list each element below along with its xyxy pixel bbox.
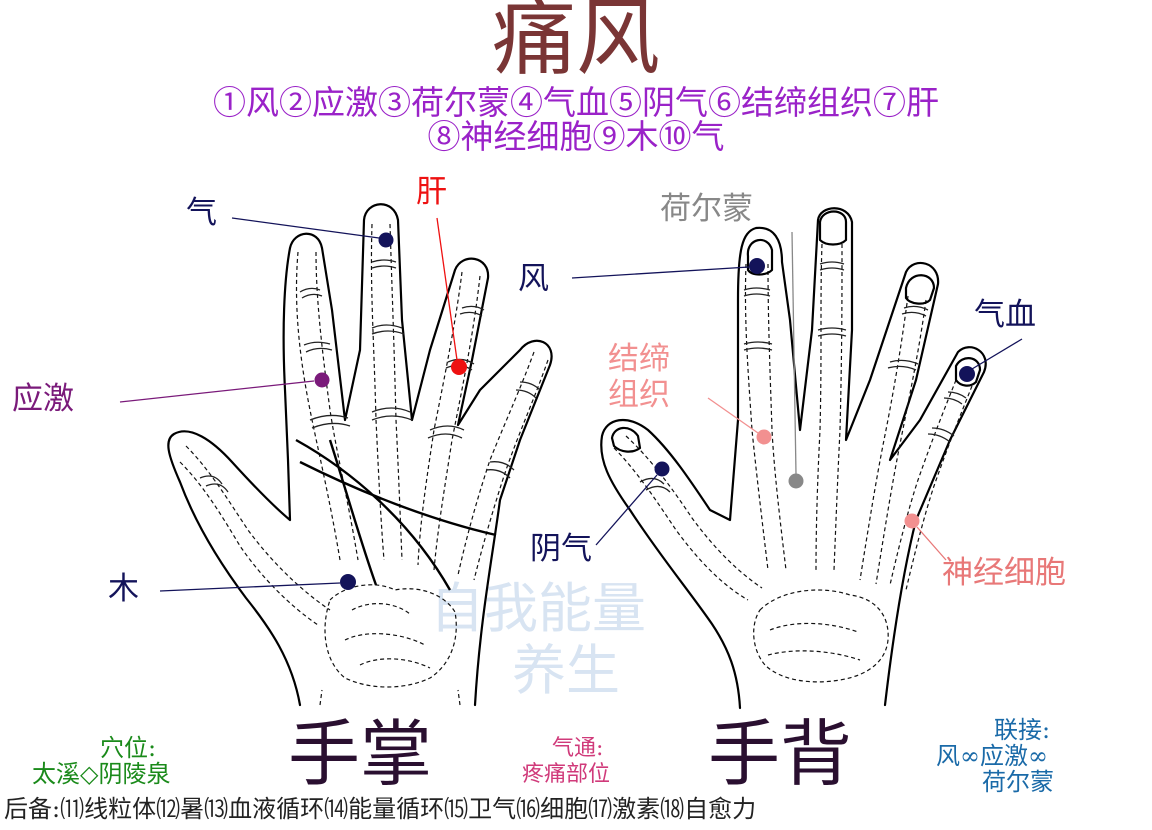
qitong-value: 疼痛部位 — [522, 762, 611, 787]
palm-crease-1 — [299, 460, 497, 537]
leader-shenjing — [916, 526, 947, 561]
back-point-yinqi — [654, 461, 670, 477]
back-point-qixue — [959, 366, 975, 382]
label-feng: 风 — [518, 261, 549, 297]
leader-jiedi — [707, 397, 759, 434]
palm-joints — [199, 259, 541, 493]
legend-line-2: ⑧神经细胞⑨木⑩气 — [427, 117, 725, 156]
leader-yingji — [119, 380, 315, 403]
back-point-hormone — [788, 473, 804, 489]
palm-point-mu — [340, 574, 356, 590]
qitong-label: 气通: — [552, 736, 604, 761]
label-qi: 气 — [186, 195, 217, 231]
palm-crease-3 — [328, 439, 378, 586]
back-caption: 手背 — [708, 712, 853, 796]
link-line-1: 风∞应激∞ — [936, 742, 1048, 770]
back-nails — [610, 210, 982, 453]
palm-outline — [167, 203, 553, 707]
label-hormone: 荷尔蒙 — [660, 191, 753, 227]
palm-point-qi — [378, 232, 394, 248]
palm-caption: 手掌 — [288, 712, 433, 796]
label-shenjing: 神经细胞 — [942, 555, 1066, 591]
leader-feng — [571, 266, 750, 279]
back-joints — [639, 261, 967, 493]
leader-mu — [159, 582, 341, 592]
back-finger-bones — [613, 243, 973, 601]
page-title: 痛风 — [491, 0, 660, 87]
palm-finger-bones — [179, 223, 549, 626]
leader-qixue — [971, 338, 1023, 370]
palm-point-yingji — [314, 372, 330, 388]
acupoint-value: 太溪◇阴陵泉 — [32, 760, 171, 788]
back-hand — [571, 207, 1023, 710]
legend-line-1: ①风②应激③荷尔蒙④气血⑤阴气⑥结缔组织⑦肝 — [213, 83, 939, 122]
palm-crease-2 — [295, 438, 452, 591]
label-yingji: 应激 — [12, 381, 74, 417]
leader-gan — [436, 217, 458, 361]
label-yinqi: 阴气 — [530, 531, 592, 567]
label-jiedi-1: 结缔 — [608, 341, 670, 377]
backup-list: 后备:⑾线粒体⑿暑⒀血液循环⒁能量循环⒂卫气⒃细胞⒄激素⒅自愈力 — [4, 795, 757, 823]
palm-wrist — [319, 584, 461, 706]
back-point-feng — [749, 258, 765, 274]
palm-point-gan — [451, 359, 467, 375]
link-label: 联接: — [994, 716, 1051, 744]
leader-yinqi — [595, 474, 658, 546]
leader-hormone — [791, 231, 797, 475]
back-outline — [600, 207, 987, 710]
back-point-jiedi — [756, 429, 772, 445]
label-qixue: 气血 — [974, 297, 1036, 333]
back-wrist — [753, 589, 889, 683]
acupoint-label: 穴位: — [100, 734, 157, 762]
label-mu: 木 — [108, 571, 139, 607]
back-point-shenjing — [904, 513, 920, 529]
label-jiedi-2: 组织 — [608, 377, 670, 413]
label-gan: 肝 — [416, 174, 447, 210]
watermark-line-1: 自我能量 — [430, 577, 646, 640]
palm-hand — [119, 203, 553, 707]
leader-qi — [231, 217, 380, 239]
link-line-2: 荷尔蒙 — [982, 768, 1054, 796]
watermark-line-2: 养生 — [512, 639, 620, 702]
